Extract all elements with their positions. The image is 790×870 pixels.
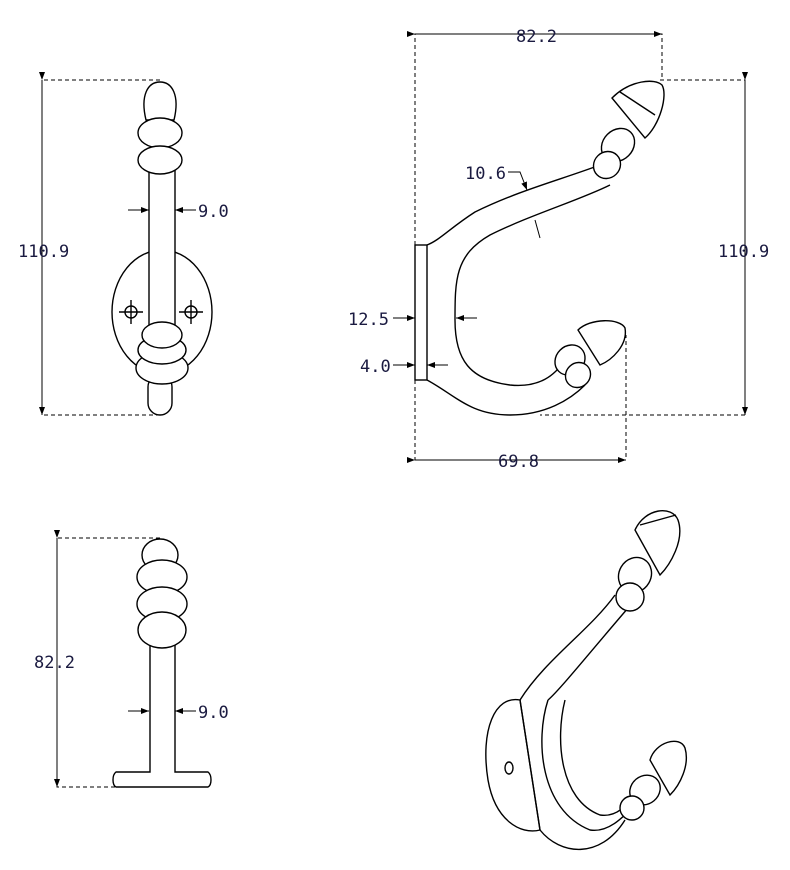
iso-finial-band (639, 514, 677, 526)
finial-bead (137, 145, 183, 175)
backplate (414, 244, 428, 381)
front-height-label: 110.9 (18, 242, 69, 262)
finial-bead (137, 117, 183, 149)
hook-inner (454, 184, 611, 387)
side-view: 82.2 110.9 10.6 12.5 4.0 69.8 (348, 27, 769, 472)
width-extension-line (414, 33, 663, 245)
front-view: 110.9 9.0 (18, 72, 229, 416)
hook-bead (141, 321, 183, 349)
hook-lower-outer (426, 379, 586, 416)
lower-finial (577, 320, 626, 366)
top-stem-width-label: 9.0 (198, 703, 229, 723)
plate-height-label: 12.5 (348, 310, 389, 330)
section-leader (508, 171, 528, 191)
finial-top (143, 81, 177, 121)
iso-lower-finial (649, 740, 687, 797)
iso-backplate-edge (519, 699, 541, 831)
plate-thickness-label: 4.0 (360, 357, 391, 377)
base-stem (112, 644, 212, 788)
hook-upper-outer (426, 164, 601, 246)
iso-finial-bead (615, 582, 645, 612)
section-leader (534, 219, 541, 239)
screw-hole-crosshair (179, 300, 203, 324)
hook-reach-label: 69.8 (498, 452, 539, 472)
finial-band (619, 91, 656, 116)
height-dimension-line (41, 79, 160, 416)
iso-upper-finial (634, 510, 681, 577)
isometric-view (485, 510, 687, 851)
iso-finial-bead (619, 795, 645, 821)
iso-screw-hole (504, 761, 514, 775)
top-view: 82.2 9.0 (34, 530, 229, 788)
section-label: 10.6 (465, 164, 506, 184)
iso-hook-body (519, 594, 641, 851)
finial-bead (592, 150, 622, 180)
side-width-label: 82.2 (516, 27, 557, 47)
side-height-label: 110.9 (718, 242, 769, 262)
top-height-label: 82.2 (34, 653, 75, 673)
finial-bead (564, 361, 592, 389)
front-stem-width-label: 9.0 (198, 202, 229, 222)
finial-bead (137, 611, 187, 649)
screw-hole-crosshair (119, 300, 143, 324)
